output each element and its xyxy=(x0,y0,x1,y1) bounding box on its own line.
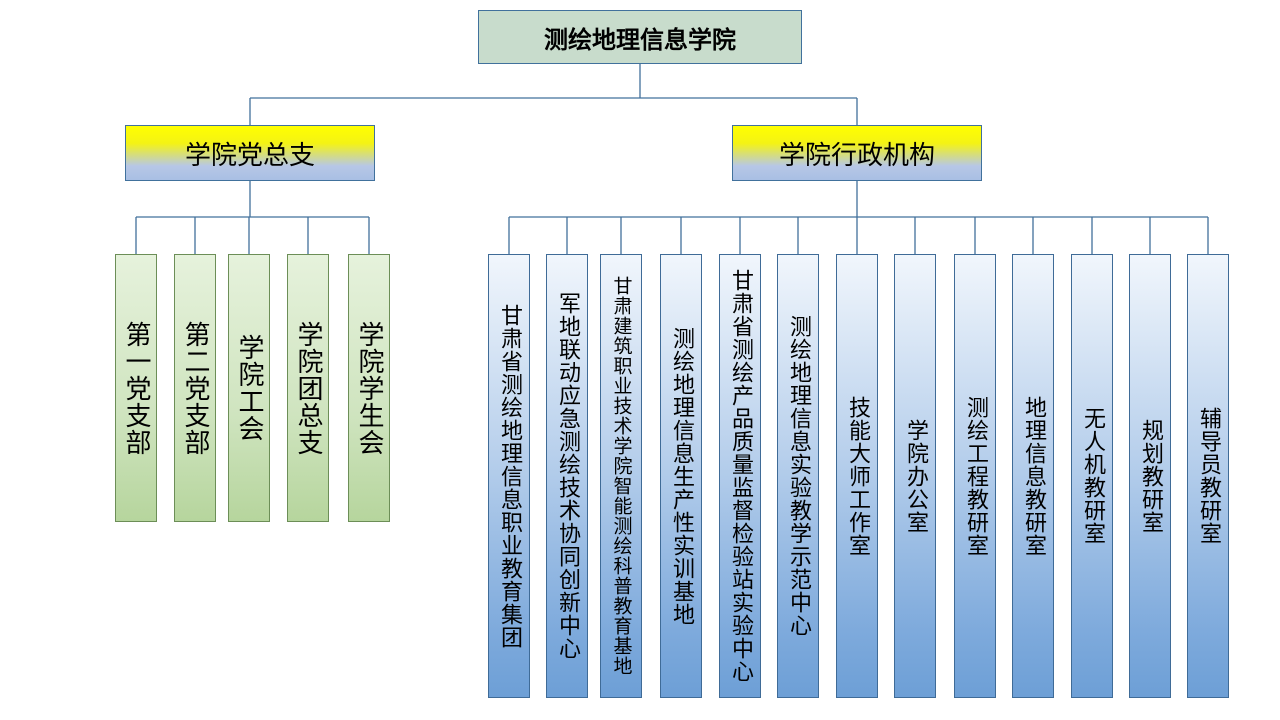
admin-unit-6: 测绘地理信息实验教学示范中心 xyxy=(777,254,819,698)
admin-unit-label: 甘肃省测绘产品质量监督检验站实验中心 xyxy=(728,269,753,683)
admin-unit-3: 甘肃建筑职业技术学院智能测绘科普教育基地 xyxy=(600,254,642,698)
admin-unit-9: 测绘工程教研室 xyxy=(954,254,996,698)
admin-unit-label: 地理信息教研室 xyxy=(1021,395,1046,557)
admin-unit-label: 测绘地理信息实验教学示范中心 xyxy=(786,315,811,637)
admin-unit-13: 辅导员教研室 xyxy=(1187,254,1229,698)
branch-party-label: 学院党总支 xyxy=(184,140,315,171)
admin-unit-2: 军地联动应急测绘技术协同创新中心 xyxy=(546,254,588,698)
admin-unit-label: 甘肃省测绘地理信息职业教育集团 xyxy=(497,303,522,649)
party-unit-label: 第二党支部 xyxy=(180,320,210,456)
admin-unit-label: 学院办公室 xyxy=(903,418,928,534)
root-node: 测绘地理信息学院 xyxy=(478,10,802,64)
party-unit-4: 学院团总支 xyxy=(287,254,329,522)
branch-admin-label: 学院行政机构 xyxy=(778,140,935,171)
party-unit-1: 第一党支部 xyxy=(115,254,157,522)
admin-unit-4: 测绘地理信息生产性实训基地 xyxy=(660,254,702,698)
admin-unit-10: 地理信息教研室 xyxy=(1012,254,1054,698)
admin-unit-label: 测绘工程教研室 xyxy=(963,395,988,557)
admin-unit-label: 无人机教研室 xyxy=(1080,407,1105,545)
admin-unit-8: 学院办公室 xyxy=(894,254,936,698)
admin-unit-label: 军地联动应急测绘技术协同创新中心 xyxy=(555,292,580,660)
admin-unit-5: 甘肃省测绘产品质量监督检验站实验中心 xyxy=(719,254,761,698)
branch-admin: 学院行政机构 xyxy=(732,125,982,181)
branch-party: 学院党总支 xyxy=(125,125,375,181)
party-unit-label: 学院学生会 xyxy=(354,320,384,456)
admin-unit-11: 无人机教研室 xyxy=(1071,254,1113,698)
root-node-label: 测绘地理信息学院 xyxy=(544,25,736,54)
party-unit-label: 第一党支部 xyxy=(121,320,151,456)
admin-unit-label: 规划教研室 xyxy=(1138,418,1163,534)
party-unit-label: 学院团总支 xyxy=(293,320,323,456)
admin-unit-label: 测绘地理信息生产性实训基地 xyxy=(669,326,694,626)
party-unit-label: 学院工会 xyxy=(234,334,264,442)
party-unit-2: 第二党支部 xyxy=(174,254,216,522)
admin-unit-label: 辅导员教研室 xyxy=(1196,407,1221,545)
admin-unit-12: 规划教研室 xyxy=(1129,254,1171,698)
admin-unit-label: 甘肃建筑职业技术学院智能测绘科普教育基地 xyxy=(610,276,633,676)
party-unit-3: 学院工会 xyxy=(228,254,270,522)
party-unit-5: 学院学生会 xyxy=(348,254,390,522)
admin-unit-1: 甘肃省测绘地理信息职业教育集团 xyxy=(488,254,530,698)
admin-unit-7: 技能大师工作室 xyxy=(836,254,878,698)
admin-unit-label: 技能大师工作室 xyxy=(845,395,870,557)
